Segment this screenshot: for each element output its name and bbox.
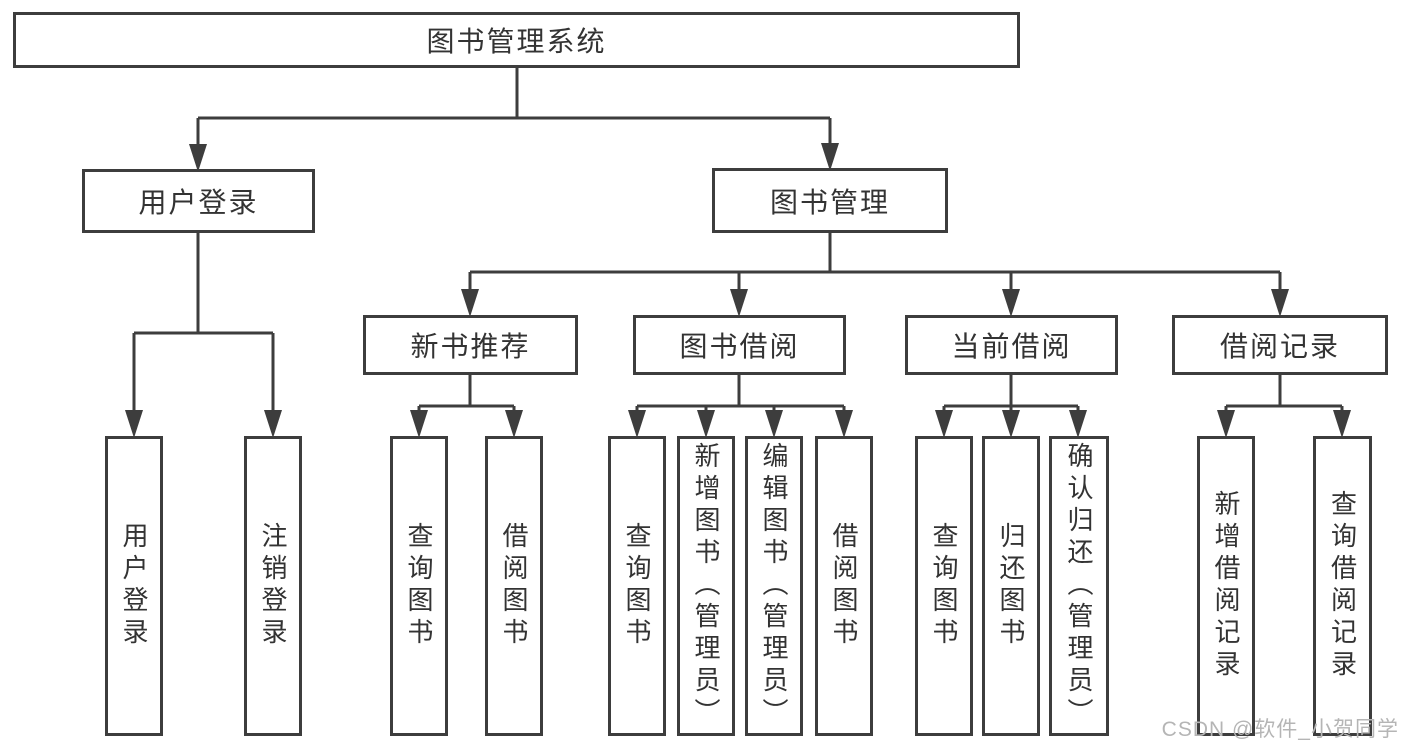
leaf-add-books-admin: 新增图书（管理员） [677, 436, 735, 736]
csdn-watermark: CSDN @软件_小贺同学 [1161, 718, 1399, 741]
node-book-borrow: 图书借阅 [633, 315, 846, 375]
node-book-management: 图书管理 [712, 168, 948, 233]
leaf-query-borrow-record: 查询借阅记录 [1313, 436, 1372, 736]
leaf-query-books: 查询图书 [608, 436, 666, 736]
leaf-query-books: 查询图书 [390, 436, 448, 736]
leaf-borrow-books: 借阅图书 [815, 436, 873, 736]
leaf-logout: 注销登录 [244, 436, 302, 736]
arrow-icon [1333, 410, 1351, 438]
connector-records-split [1224, 375, 1344, 412]
arrow-icon [264, 410, 282, 438]
leaf-add-borrow-record: 新增借阅记录 [1197, 436, 1255, 736]
arrow-icon [835, 410, 853, 438]
arrowheads [125, 143, 1351, 438]
leaf-return-books: 归还图书 [982, 436, 1040, 736]
arrow-icon [410, 410, 428, 438]
node-new-book-recommend: 新书推荐 [363, 315, 578, 375]
arrow-icon [505, 410, 523, 438]
arrow-icon [1002, 410, 1020, 438]
arrow-icon [730, 289, 748, 317]
connector-userlogin-split [132, 233, 275, 412]
arrow-icon [697, 410, 715, 438]
arrow-icon [1002, 289, 1020, 317]
arrow-icon [1217, 410, 1235, 438]
leaf-borrow-books: 借阅图书 [485, 436, 543, 736]
leaf-edit-books-admin: 编辑图书（管理员） [745, 436, 803, 736]
connector-borrow-split [635, 375, 846, 412]
arrow-icon [765, 410, 783, 438]
arrow-icon [935, 410, 953, 438]
arrow-icon [461, 289, 479, 317]
arrow-icon [1271, 289, 1289, 317]
leaf-query-books: 查询图书 [915, 436, 973, 736]
arrow-icon [628, 410, 646, 438]
node-borrow-records: 借阅记录 [1172, 315, 1388, 375]
arrow-icon [125, 410, 143, 438]
node-current-borrow: 当前借阅 [905, 315, 1118, 375]
connector-current-split [942, 375, 1080, 412]
connector-newbook-split [417, 375, 516, 412]
node-user-login: 用户登录 [82, 169, 315, 233]
arrow-icon [189, 144, 207, 172]
arrow-icon [821, 143, 839, 171]
leaf-user-login: 用户登录 [105, 436, 163, 736]
connector-root-to-level2 [196, 66, 832, 145]
arrow-icon [1069, 410, 1087, 438]
node-root-library-system: 图书管理系统 [13, 12, 1020, 68]
leaf-confirm-return-admin: 确认归还（管理员） [1049, 436, 1109, 736]
connector-bookmgmt-to-level3 [468, 233, 1282, 291]
